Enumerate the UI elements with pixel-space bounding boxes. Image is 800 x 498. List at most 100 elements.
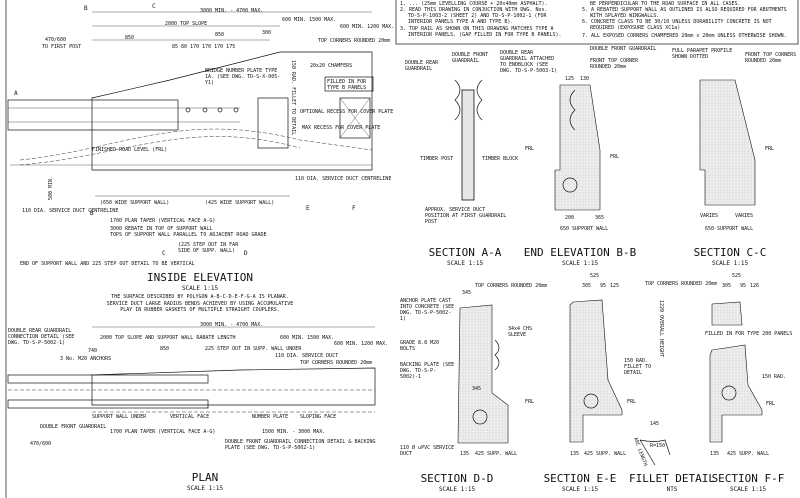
plan-label-number-plate: NUMBER PLATE	[252, 414, 288, 420]
dim-135-d: 135	[460, 451, 469, 457]
dim-overall: 3000 MIN. - 4700 MAX.	[200, 8, 263, 14]
note-4b: BE PERPENDICULAR TO THE ROAD SURFACE IN …	[590, 1, 741, 7]
inside-elevation-view: 3000 MIN. - 4700 MAX. 2000 TOP SLOPE 600…	[7, 3, 394, 313]
dim-345-top: 345	[462, 290, 471, 296]
note-1: 1. ... (25mm LEVELLING COURSE + 20x40mm …	[400, 1, 548, 7]
label-optional-recess: OPTIONAL RECESS FOR COVER PLATE	[300, 109, 393, 115]
dim-overall-height: 1220 OVERALL HEIGHT	[658, 300, 664, 357]
plan-label-duct: 110 DIA. SERVICE DUCT	[275, 353, 338, 359]
dim-850a: 850	[125, 35, 134, 41]
note-duct-2: PLAY IN RUBBER GASKETS OF MULTIPLE STRAI…	[120, 307, 280, 313]
dim-95-f: 95	[740, 283, 746, 289]
label-backing-plate: BACKING PLATE (SEE DWG. TD-S-P-5002)-1	[400, 362, 455, 380]
section-c-c: FRL VARIES VARIES 650 SUPPORT WALL SECTI…	[694, 79, 774, 267]
note-6b: REQUIRED (EXPOSURE CLASS XC1a)	[590, 25, 680, 31]
plan-label-sloping-face: SLOPING FACE	[300, 414, 336, 420]
number-plate	[257, 97, 289, 149]
label-end-support: END OF SUPPORT WALL AND 225 STEP OUT DET…	[20, 261, 195, 267]
note-2c: INTERIOR PANELS TYPE A AND TYPE B).	[408, 19, 513, 25]
label-150-rad: 150 RAD.	[762, 374, 786, 380]
plan-label-vertical-face: VERTICAL FACE	[170, 414, 209, 420]
dim-500-min: 500 MIN.	[48, 176, 54, 200]
note-2b: TD-S-P-1003-2 (SHEET 2) AND TD-S-P-1002-…	[408, 13, 547, 19]
label-frl-f: FRL	[766, 401, 775, 407]
plan-dim-600-1200: 600 MIN. 1200 MAX.	[334, 341, 388, 347]
plan-dim-overall: 3000 MIN. - 4700 MAX.	[200, 322, 263, 328]
dim-130: 130	[580, 76, 589, 82]
dim-305-e: 305	[582, 283, 591, 289]
label-front-top-corners: FRONT TOP CORNERS ROUNDED 20mm	[745, 52, 797, 64]
label-front-guardrail-b: DOUBLE FRONT GUARDRAIL	[590, 46, 657, 52]
plan-dim-740: 740	[88, 348, 97, 354]
label-fillet: 150 RAD. FILLET TO DETAIL	[290, 60, 296, 135]
note-7: 7. ALL EXPOSED CORNERS CHAMFERED 20mm x …	[582, 33, 787, 39]
label-fillet-e: 150 RAD. FILLET TO DETAIL	[624, 358, 652, 376]
section-mark-f: F	[352, 205, 356, 212]
label-frl: FINISHED ROAD LEVEL (FRL)	[92, 147, 167, 153]
dim-rebate: 3000 REBATE IN TOP OF SUPPORT WALL	[110, 226, 212, 232]
dim-125: 125	[565, 76, 574, 82]
section-c-scale: SCALE 1:15	[712, 260, 749, 267]
plan-label-top-corners: TOP CORNERS ROUNDED 20mm	[300, 360, 372, 366]
plan-label-front-guardrail: DOUBLE FRONT GUARDRAIL	[40, 424, 106, 430]
plan-dim-top-slope: 2000 TOP SLOPE AND SUPPORT WALL RABATE L…	[100, 335, 235, 341]
dim-525-e: 525	[590, 273, 599, 279]
section-mark-b: B	[84, 5, 88, 12]
fillet-title: FILLET DETAIL	[629, 472, 715, 485]
label-timber-post: TIMBER POST	[420, 156, 453, 162]
section-f-f: 525 305 95 126 FILLED IN FOR TYPE 200 PA…	[705, 273, 792, 493]
label-m20-bolts: GRADE 8.8 M20 BOLTS	[400, 340, 440, 352]
dim-200: 200	[565, 215, 574, 221]
dim-365: 365	[595, 215, 604, 221]
section-d-scale: SCALE 1:15	[439, 486, 476, 493]
label-full-parapet: FULL PARAPET PROFILE SHOWN DOTTED	[672, 48, 733, 60]
dim-135-f: 135	[710, 451, 719, 457]
plan-label-anchors: 3 No. M20 ANCHORS	[60, 356, 111, 362]
dim-varies-2: VARIES	[735, 213, 753, 219]
note-3: 3. TOP RAIL AS SHOWN ON THIS DRAWING MAT…	[400, 26, 554, 32]
dim-135-e: 135	[570, 451, 579, 457]
dim-345-mid: 345	[472, 386, 481, 392]
label-anchor-plate: ANCHOR PLATE CAST INTO CONCRETE (SEE DWG…	[400, 298, 455, 322]
label-front-top-corner: FRONT TOP CORNER ROUNDED 20mm	[590, 58, 639, 70]
dim-300: 300	[262, 30, 271, 36]
label-r150: R=150	[650, 443, 665, 449]
end-elevation-b-b: 125 130 FRL 200 365 650 SUPPORT WALL END…	[524, 76, 637, 267]
label-max-recess: MAX RECESS FOR COVER PLATE	[302, 125, 380, 131]
dim-650-wall: (650 WIDE SUPPORT WALL)	[100, 200, 169, 206]
section-mark-d: D	[244, 250, 248, 257]
plan-label-step-out: 225 STEP OUT IN SUPP. WALL UNDER	[205, 346, 302, 352]
plan-label-front-connection: DOUBLE FRONT GUARDRAIL CONNECTION DETAIL…	[225, 439, 376, 451]
plan-dim-1500-3000: 1500 MIN. - 3000 MAX.	[262, 429, 325, 435]
section-f-scale: SCALE 1:15	[730, 486, 767, 493]
label-top-corners-e: TOP CORNERS ROUNDED 20mm	[645, 281, 717, 287]
section-mark-e: E	[306, 205, 310, 212]
dim-425-wall: (425 WIDE SUPPORT WALL)	[205, 200, 274, 206]
plan-title: PLAN	[192, 471, 219, 484]
view-title: INSIDE ELEVATION	[147, 271, 253, 284]
dim-steps: 85 80 170 170 170 175	[172, 44, 235, 50]
section-e-title: SECTION E-E	[544, 472, 617, 485]
dim-650-wall-c: 650 SUPPORT WALL	[705, 226, 753, 232]
dim-425-d: 425 SUPP. WALL	[475, 451, 517, 457]
dim-850b: 850	[215, 32, 224, 38]
label-front-guardrail: DOUBLE FRONT GUARDRAIL	[452, 52, 489, 64]
label-upvc-duct: 110 Ø uPVC SERVICE DUCT	[400, 445, 455, 457]
dim-425-f: 425 SUPP. WALL	[727, 451, 769, 457]
label-rear-attached: DOUBLE REAR GUARDRAIL ATTACHED TO ENDBLO…	[500, 50, 558, 74]
label-filled-type-200: FILLED IN FOR TYPE 200 PANELS	[705, 331, 792, 337]
label-step-out: (225 STEP OUT IN FAR SIDE OF SUPP. WALL)	[178, 242, 239, 254]
dim-600-1200: 600 MIN. 1200 MAX.	[340, 24, 394, 30]
label-duct-position: APPROX. SERVICE DUCT POSITION AT FIRST G…	[425, 207, 507, 225]
note-6: 6. CONCRETE CLASS TO BE 30/10 UNLESS DUR…	[582, 19, 772, 25]
section-a-a: TIMBER POST TIMBER BLOCK FRL SECTION A-A…	[420, 79, 534, 267]
general-notes: 1. ... (25mm LEVELLING COURSE + 20x40mm …	[395, 0, 799, 45]
section-e-scale: SCALE 1:15	[562, 486, 599, 493]
dim-95-e: 95	[600, 283, 606, 289]
section-mark-c: C	[152, 3, 156, 10]
dim-varies-1: VARIES	[700, 213, 718, 219]
label-frl-e: FRL	[627, 399, 636, 405]
view-scale: SCALE 1:15	[182, 285, 219, 292]
label-rear-guardrail: DOUBLE REAR GUARDRAIL	[405, 60, 439, 72]
